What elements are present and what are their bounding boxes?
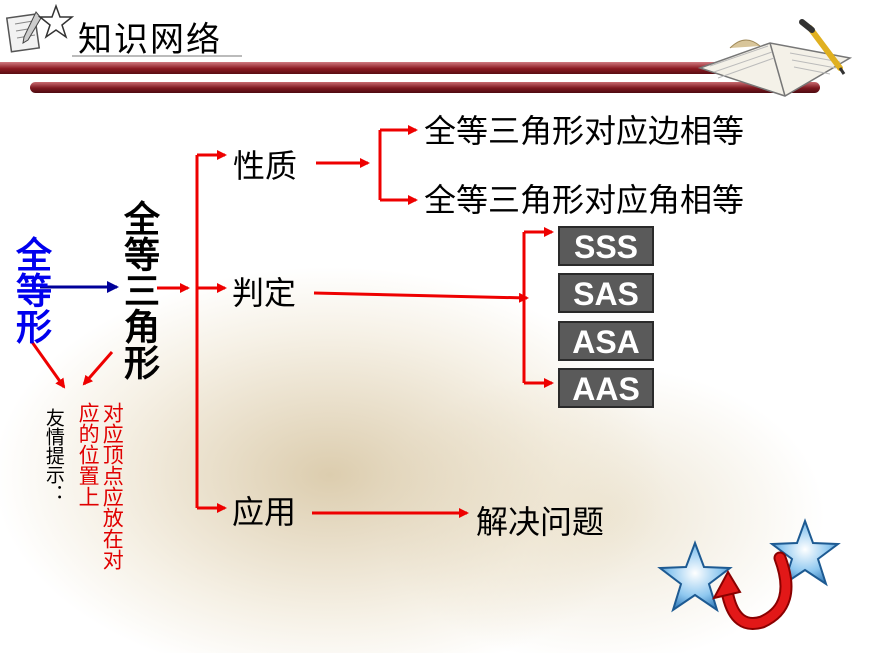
- hint-text: 对应顶点应放在对应的位置上: [76, 402, 125, 570]
- branch-judgement: 判定: [232, 274, 297, 312]
- open-book-icon: [690, 8, 860, 100]
- branch-application: 应用: [232, 493, 297, 531]
- application-result: 解决问题: [476, 503, 605, 541]
- criterion-sas: SAS: [558, 273, 654, 313]
- label-congruent-figure: 全等形: [10, 236, 51, 344]
- next-star-icon[interactable]: [768, 518, 842, 588]
- criterion-sss: SSS: [558, 226, 654, 266]
- branch-property: 性质: [233, 147, 298, 185]
- star-icon: [37, 3, 75, 40]
- return-arrow-icon[interactable]: [710, 548, 800, 634]
- label-congruent-triangle: 全等三角形: [118, 200, 159, 380]
- property-angles-equal: 全等三角形对应角相等: [424, 181, 745, 219]
- property-sides-equal: 全等三角形对应边相等: [424, 112, 745, 150]
- page-title: 知识网络: [78, 20, 222, 60]
- criterion-aas: AAS: [558, 368, 654, 408]
- background-image: [0, 95, 870, 653]
- header-bar-bottom: [30, 82, 820, 93]
- title-underline: [72, 55, 242, 57]
- hint-label: 友情提示：: [42, 408, 65, 503]
- header-bar-top: [0, 62, 800, 74]
- prev-star-icon[interactable]: [656, 540, 734, 614]
- criterion-asa: ASA: [558, 321, 654, 361]
